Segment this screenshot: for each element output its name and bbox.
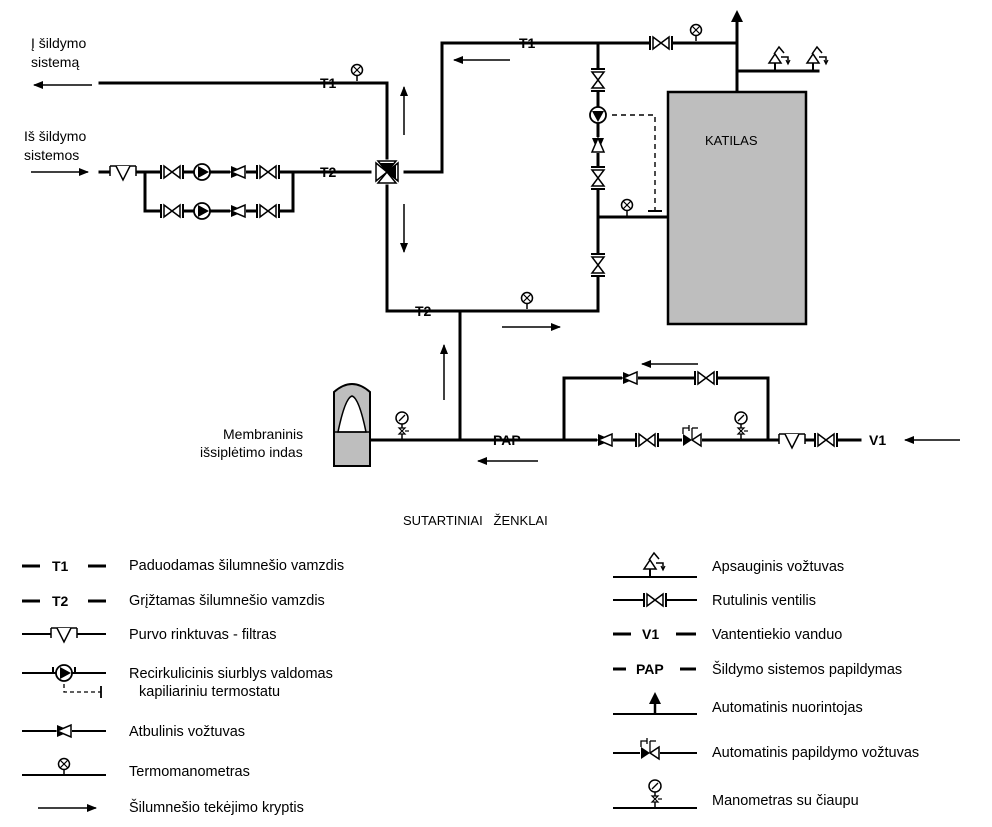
ball-valve-icon bbox=[649, 35, 673, 51]
expansion-vessel-label-line2: išsiplėtimo indas bbox=[200, 444, 303, 460]
thermomanometer-icon bbox=[689, 23, 703, 42]
ball-valve-icon bbox=[160, 164, 184, 180]
ball-valve-icon bbox=[643, 592, 667, 608]
manometer-tap-icon bbox=[648, 779, 663, 809]
legend-item-check-valve: Atbulinis vožtuvas bbox=[129, 724, 245, 740]
legend-item-manometer: Manometras su čiaupu bbox=[712, 793, 859, 809]
filter-icon bbox=[50, 627, 78, 643]
air-vent-icon bbox=[731, 10, 743, 22]
legend-item-pump-line2: kapiliariniu termostatu bbox=[139, 684, 280, 700]
ball-valve-icon bbox=[694, 370, 718, 386]
legend-item-water-supply: Vantentiekio vanduo bbox=[712, 627, 842, 643]
manometer-tap-icon bbox=[395, 411, 410, 441]
legend-symbol-t2: T2 bbox=[52, 593, 69, 609]
check-valve-icon bbox=[590, 136, 606, 154]
legend-item-air-vent: Automatinis nuorintojas bbox=[712, 700, 863, 716]
expansion-vessel-label-line1: Membraninis bbox=[223, 426, 303, 442]
legend-symbol-v1: V1 bbox=[642, 626, 659, 642]
thermomanometer-icon bbox=[620, 198, 634, 217]
pump-icon bbox=[589, 106, 607, 124]
pipes bbox=[98, 20, 862, 442]
pump-icon bbox=[193, 163, 211, 181]
check-valve-icon bbox=[229, 203, 247, 219]
pipe-label-pap: PAP bbox=[493, 432, 521, 448]
safety-valve-icon bbox=[643, 552, 666, 578]
thermomanometer-icon bbox=[520, 291, 534, 310]
legend-item-auto-makeup: Automatinis papildymo vožtuvas bbox=[712, 745, 919, 761]
from-heating-label-line1: Iš šildymo bbox=[24, 128, 86, 144]
legend-left: T1 Paduodamas šilumnešio vamzdis T2 Grįž… bbox=[22, 558, 344, 816]
pipe-label-t2: T2 bbox=[320, 164, 337, 180]
legend-item-supply: Paduodamas šilumnešio vamzdis bbox=[129, 558, 344, 574]
legend-item-ball-valve: Rutulinis ventilis bbox=[712, 593, 816, 609]
check-valve-icon bbox=[55, 723, 73, 739]
legend-title: SUTARTINIAI ŽENKLAI bbox=[403, 513, 548, 528]
capillary-line bbox=[612, 114, 656, 211]
ball-valve-icon bbox=[256, 203, 280, 219]
pipe-label-t1: T1 bbox=[519, 35, 536, 51]
pipe-label-v1: V1 bbox=[869, 432, 886, 448]
legend-item-return: Grįžtamas šilumnešio vamzdis bbox=[129, 593, 325, 609]
ball-valve-icon bbox=[590, 166, 606, 190]
to-heating-label-line2: sistemą bbox=[31, 54, 79, 70]
air-vent-icon bbox=[649, 692, 661, 704]
auto-makeup-valve-icon bbox=[639, 737, 661, 761]
legend-item-safety-valve: Apsauginis vožtuvas bbox=[712, 559, 844, 575]
pipe-label-t2: T2 bbox=[415, 303, 432, 319]
ball-valve-icon bbox=[635, 432, 659, 448]
safety-valve-icon bbox=[768, 46, 791, 72]
boiler bbox=[666, 90, 808, 326]
thermomanometer-icon bbox=[57, 757, 71, 776]
boiler-label: KATILAS bbox=[705, 133, 758, 148]
safety-valve-icon bbox=[806, 46, 829, 72]
auto-makeup-valve-icon bbox=[681, 424, 703, 448]
expansion-vessel bbox=[333, 383, 371, 467]
manometer-tap-icon bbox=[734, 411, 749, 441]
check-valve-icon bbox=[229, 164, 247, 180]
legend-item-thermomanometer: Termomanometras bbox=[129, 764, 250, 780]
legend-right: Apsauginis vožtuvas Rutulinis ventilis V… bbox=[613, 552, 919, 809]
legend-item-flow-direction: Šilumnešio tekėjimo kryptis bbox=[129, 799, 304, 816]
legend-item-makeup: Šildymo sistemos papildymas bbox=[712, 661, 902, 678]
filter-icon bbox=[778, 433, 806, 449]
legend-symbol-t1: T1 bbox=[52, 558, 69, 574]
ball-valve-icon bbox=[590, 253, 606, 277]
pump-icon bbox=[193, 202, 211, 220]
from-heating-label-line2: sistemos bbox=[24, 147, 79, 163]
pipe-label-t1: T1 bbox=[320, 75, 337, 91]
thermomanometer-icon bbox=[350, 63, 364, 82]
ball-valve-icon bbox=[814, 432, 838, 448]
to-heating-label-line1: Į šildymo bbox=[31, 35, 86, 51]
legend-item-filter: Purvo rinktuvas - filtras bbox=[129, 627, 276, 643]
three-way-valve bbox=[375, 160, 399, 184]
ball-valve-icon bbox=[590, 68, 606, 92]
legend-item-pump: Recirkulicinis siurblys valdomas bbox=[129, 666, 333, 682]
legend-symbol-pap: PAP bbox=[636, 661, 664, 677]
ball-valve-icon bbox=[256, 164, 280, 180]
filter-icon bbox=[109, 165, 137, 181]
check-valve-icon bbox=[596, 432, 614, 448]
flow-arrows bbox=[31, 56, 960, 465]
ball-valve-icon bbox=[160, 203, 184, 219]
pump-icon bbox=[55, 664, 73, 682]
check-valve-icon bbox=[621, 370, 639, 386]
